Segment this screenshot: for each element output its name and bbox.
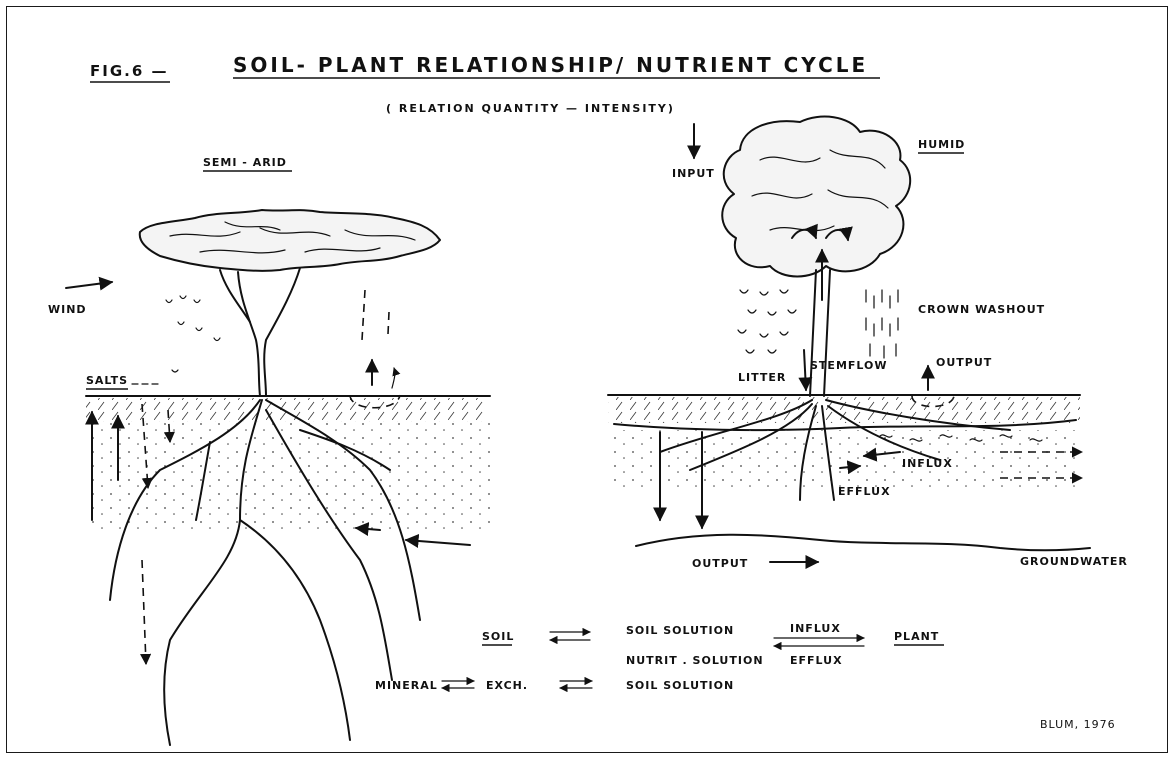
output-top-label: OUTPUT	[936, 356, 992, 369]
salts-label: SALTS	[86, 374, 128, 387]
litter-label: LITTER	[738, 371, 786, 384]
figure-subtitle: ( RELATION QUANTITY — INTENSITY)	[386, 102, 675, 115]
input-label: INPUT	[672, 167, 715, 180]
scheme-exch: EXCH.	[486, 679, 528, 692]
semi-arid-heading: SEMI - ARID	[203, 156, 287, 169]
scheme-influx: INFLUX	[790, 622, 841, 635]
humid-panel: HUMID INPUT CROWN WASHOUT STEMFLOW OUTPU…	[608, 117, 1128, 570]
scheme-soil-solution-2: SOIL SOLUTION	[626, 679, 734, 692]
scheme-soil-solution-1: SOIL SOLUTION	[626, 624, 734, 637]
semi-arid-panel: SEMI - ARID WIND SALTS	[48, 156, 490, 745]
output-bottom-label: OUTPUT	[692, 557, 748, 570]
figure-number: FIG.6 —	[90, 62, 169, 80]
scheme-efflux: EFFLUX	[790, 654, 843, 667]
scheme-mineral: MINERAL	[375, 679, 438, 692]
credit-label: BLUM, 1976	[1040, 718, 1116, 731]
crown-washout-label: CROWN WASHOUT	[918, 303, 1045, 316]
tree-crown	[722, 117, 910, 277]
humid-heading: HUMID	[918, 138, 965, 151]
influx-label: INFLUX	[902, 457, 953, 470]
acacia-crown	[140, 210, 440, 271]
scheme-soil: SOIL	[482, 630, 514, 643]
groundwater-label: GROUNDWATER	[1020, 555, 1128, 568]
scheme-nutrit-solution: NUTRIT . SOLUTION	[626, 654, 764, 667]
figure-title: SOIL- PLANT RELATIONSHIP/ NUTRIENT CYCLE	[233, 53, 868, 77]
wind-label: WIND	[48, 303, 87, 316]
efflux-label: EFFLUX	[838, 485, 891, 498]
scheme-plant: PLANT	[894, 630, 939, 643]
exchange-scheme: SOIL SOIL SOLUTION NUTRIT . SOLUTION INF…	[375, 622, 944, 692]
stemflow-label: STEMFLOW	[810, 359, 888, 372]
